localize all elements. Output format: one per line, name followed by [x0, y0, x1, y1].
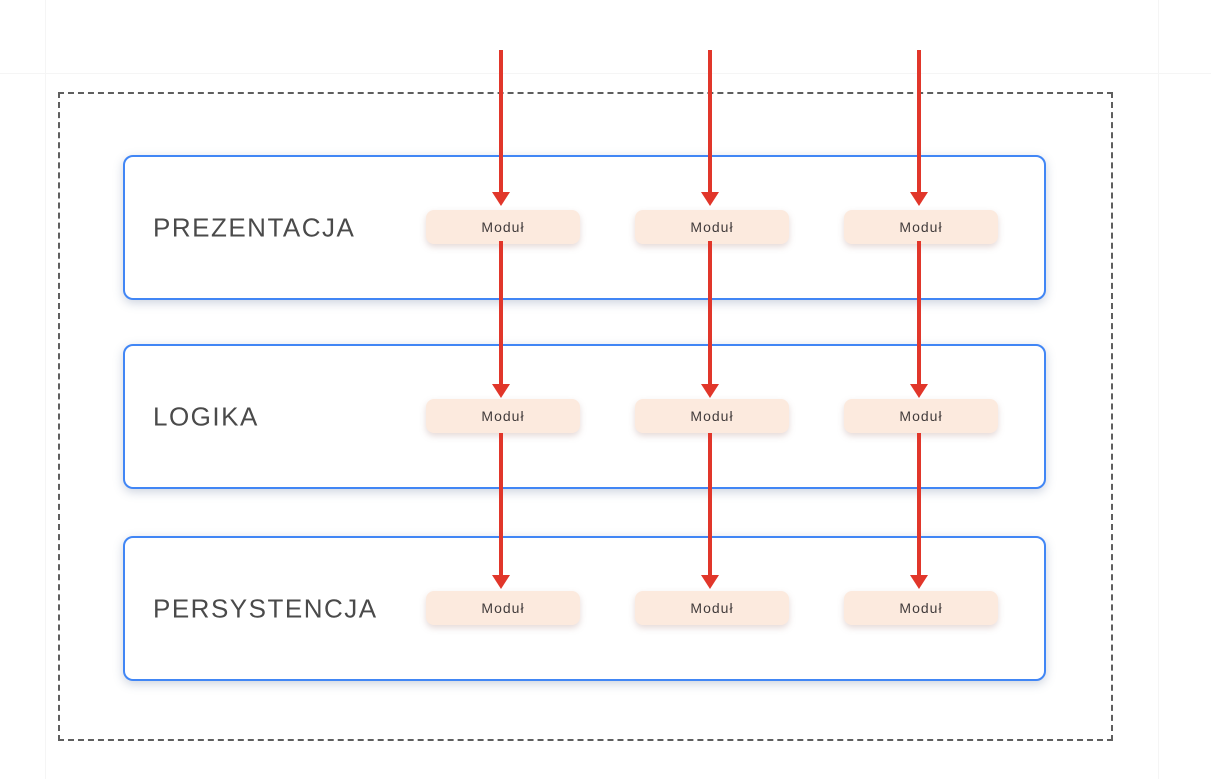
module-chip: Moduł: [844, 210, 998, 244]
canvas-guide-line: [1158, 0, 1159, 779]
flow-arrow: [910, 50, 928, 206]
flow-arrow: [910, 241, 928, 398]
layer-logika: LOGIKA Moduł Moduł Moduł: [123, 344, 1046, 489]
arrow-head-icon: [492, 384, 510, 398]
layer-prezentacja: PREZENTACJA Moduł Moduł Moduł: [123, 155, 1046, 300]
arrow-shaft: [708, 241, 712, 384]
arrow-head-icon: [910, 192, 928, 206]
arrow-shaft: [708, 433, 712, 575]
module-chip: Moduł: [844, 591, 998, 625]
module-chip: Moduł: [635, 210, 789, 244]
flow-arrow: [492, 241, 510, 398]
layer-label: PREZENTACJA: [153, 212, 356, 242]
flow-arrow: [701, 433, 719, 589]
arrow-shaft: [499, 50, 503, 192]
arrow-head-icon: [701, 192, 719, 206]
arrow-shaft: [917, 50, 921, 192]
arrow-shaft: [499, 241, 503, 384]
arrow-shaft: [917, 241, 921, 384]
canvas-guide-line: [45, 0, 46, 779]
arrow-shaft: [917, 433, 921, 575]
arrow-head-icon: [910, 384, 928, 398]
arrow-shaft: [708, 50, 712, 192]
system-boundary: [58, 92, 1113, 741]
module-chip: Moduł: [426, 210, 580, 244]
arrow-head-icon: [492, 192, 510, 206]
flow-arrow: [492, 433, 510, 589]
arrow-head-icon: [492, 575, 510, 589]
arrow-head-icon: [910, 575, 928, 589]
layer-persystencja: PERSYSTENCJA Moduł Moduł Moduł: [123, 536, 1046, 681]
canvas-guide-line: [0, 73, 1211, 74]
flow-arrow: [910, 433, 928, 589]
module-chip: Moduł: [426, 399, 580, 433]
arrow-shaft: [499, 433, 503, 575]
layer-label: PERSYSTENCJA: [153, 593, 378, 623]
arrow-head-icon: [701, 384, 719, 398]
arrow-head-icon: [701, 575, 719, 589]
module-chip: Moduł: [635, 399, 789, 433]
flow-arrow: [701, 241, 719, 398]
layer-label: LOGIKA: [153, 401, 259, 431]
flow-arrow: [701, 50, 719, 206]
module-chip: Moduł: [844, 399, 998, 433]
flow-arrow: [492, 50, 510, 206]
module-chip: Moduł: [426, 591, 580, 625]
module-chip: Moduł: [635, 591, 789, 625]
